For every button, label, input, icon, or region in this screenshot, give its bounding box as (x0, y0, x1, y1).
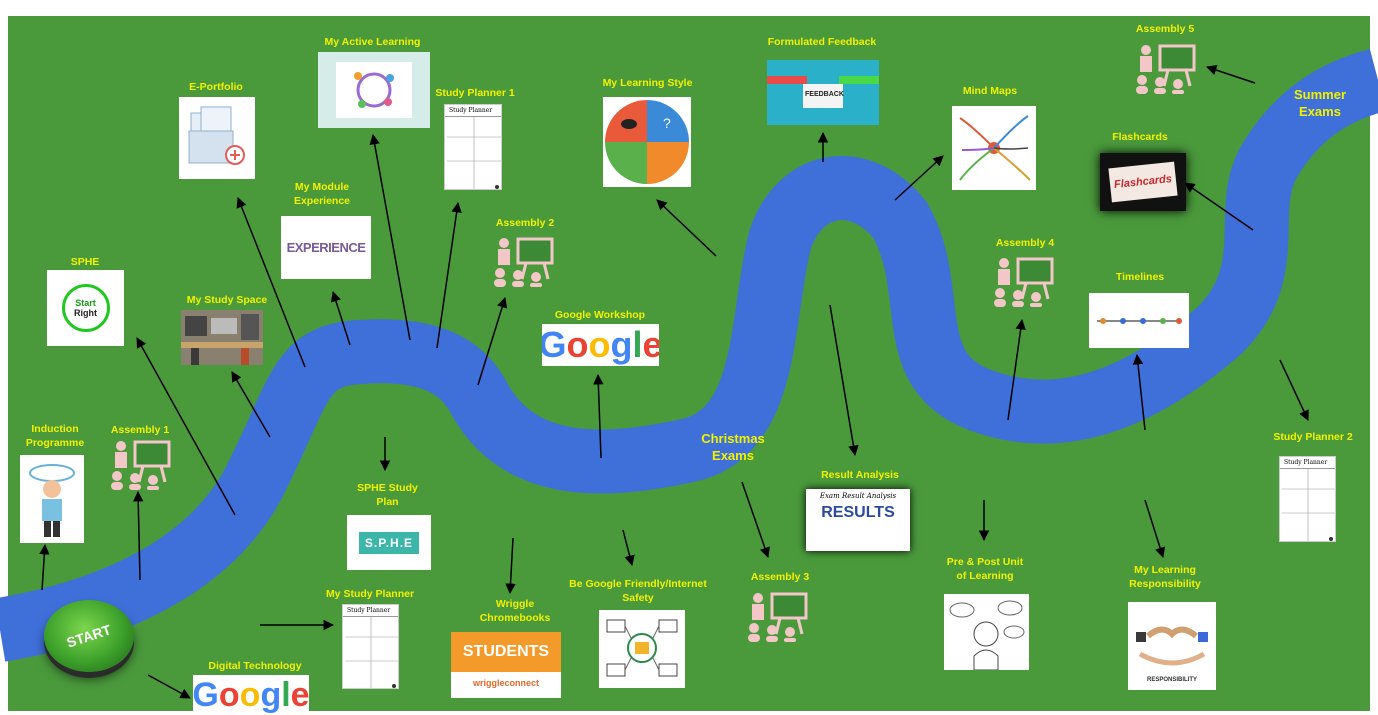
active-learning-thumbnail[interactable] (318, 52, 430, 128)
study-space-thumbnail[interactable] (181, 310, 263, 365)
cycle-diagram-icon (336, 62, 412, 118)
node-label-my-learning-style: My Learning Style (602, 77, 693, 89)
planner-grid-icon (447, 117, 501, 189)
handshake-icon (1136, 626, 1208, 666)
sphe-thumbnail[interactable]: Start Right (47, 270, 124, 346)
planner-header: Study Planner (445, 105, 501, 117)
node-label-pre-post-unit: Pre & Post Unit of Learning (946, 556, 1024, 582)
feedback-thumbnail[interactable]: FEEDBACK (767, 60, 879, 125)
node-label-wriggle-chromebooks: Wriggle Chromebooks (479, 598, 551, 624)
internet-safety-icon (606, 619, 678, 677)
river (0, 49, 1378, 662)
responsibility-thumbnail[interactable]: RESPONSIBILITY (1128, 602, 1216, 690)
results-word: RESULTS (821, 504, 895, 521)
node-label-assembly-3: Assembly 3 (750, 571, 810, 583)
feedback-sign-icon (767, 60, 879, 125)
node-label-formulated-feedback: Formulated Feedback (767, 36, 877, 48)
node-label-assembly-4: Assembly 4 (995, 237, 1055, 249)
my-study-planner-thumbnail[interactable]: Study Planner (342, 604, 399, 689)
node-label-study-planner-2: Study Planner 2 (1273, 431, 1353, 443)
node-label-my-module-experience: My Module Experience (293, 181, 351, 207)
feedback-sign-text: FEEDBACK (805, 91, 844, 98)
assembly-icon[interactable] (107, 438, 173, 495)
node-label-my-active-learning: My Active Learning (324, 36, 421, 48)
presentation-icon (1136, 44, 1196, 94)
node-label-result-analysis: Result Analysis (821, 469, 899, 481)
desk-image-icon (181, 310, 263, 365)
assembly-icon[interactable] (490, 235, 556, 292)
sphe-study-plan-thumbnail[interactable]: S.P.H.E (347, 515, 431, 570)
assembly-icon[interactable] (1132, 42, 1198, 99)
students-banner: STUDENTS (451, 632, 561, 672)
node-label-be-google-friendly: Be Google Friendly/Internet Safety (569, 578, 707, 604)
pre-post-unit-thumbnail[interactable] (944, 594, 1029, 670)
flashcard-card: Flashcards (1108, 161, 1178, 203)
node-label-my-study-planner: My Study Planner (325, 588, 415, 600)
node-label-my-learning-responsibility: My Learning Responsibility (1129, 564, 1201, 590)
node-label-study-planner-1: Study Planner 1 (435, 87, 515, 99)
induction-thumbnail[interactable] (20, 455, 84, 543)
person-icon (29, 464, 75, 537)
thinking-student-icon (949, 600, 1025, 670)
node-label-flashcards: Flashcards (1112, 131, 1168, 143)
node-label-my-study-space: My Study Space (186, 294, 268, 306)
study-planner-2-thumbnail[interactable]: Study Planner (1279, 456, 1336, 542)
mind-map-icon (959, 115, 1031, 181)
mind-maps-thumbnail[interactable] (952, 106, 1036, 190)
start-button-label: START (64, 621, 114, 651)
folder-icon (188, 106, 245, 165)
e-portfolio-thumbnail[interactable] (179, 97, 255, 179)
planner-grid-icon (1282, 469, 1335, 541)
start-button[interactable]: START (44, 600, 134, 672)
planner-grid-icon (345, 617, 398, 688)
node-label-digital-technology: Digital Technology (208, 660, 302, 672)
results-caption: Exam Result Analysis (819, 492, 897, 500)
node-label-sphe: SPHE (70, 256, 100, 268)
presentation-icon (748, 592, 808, 642)
node-label-induction: Induction Programme (25, 423, 85, 449)
presentation-icon (111, 440, 171, 490)
node-label-assembly-5: Assembly 5 (1135, 23, 1195, 35)
timeline-icon (1097, 318, 1182, 324)
sphe-badge: S.P.H.E (358, 531, 420, 554)
node-label-google-workshop: Google Workshop (554, 309, 646, 321)
module-experience-thumbnail[interactable]: EXPERIENCE (281, 216, 371, 279)
responsibility-caption: RESPONSIBILITY (1146, 677, 1197, 683)
node-label-e-portfolio: E-Portfolio (189, 81, 243, 93)
flashcards-thumbnail[interactable]: Flashcards (1100, 153, 1186, 211)
node-label-assembly-2: Assembly 2 (495, 217, 555, 229)
svg-text:?: ? (663, 115, 671, 131)
learning-style-wheel-icon: ? (605, 100, 689, 184)
result-analysis-thumbnail[interactable]: Exam Result Analysis RESULTS (806, 489, 910, 551)
assembly-icon[interactable] (990, 255, 1056, 312)
node-label-sphe-study-plan: SPHE Study Plan (357, 482, 418, 508)
study-planner-1-thumbnail[interactable]: Study Planner (444, 104, 502, 190)
planner-header: Study Planner (1280, 457, 1335, 469)
experience-word-cloud: EXPERIENCE (286, 240, 366, 255)
summer-exams-label: Summer Exams (1293, 87, 1347, 119)
internet-safety-thumbnail[interactable] (599, 610, 685, 688)
presentation-icon (494, 237, 554, 287)
node-label-mind-maps: Mind Maps (962, 85, 1018, 97)
learning-style-thumbnail[interactable]: ? (603, 97, 691, 187)
arrows (39, 65, 1309, 699)
assembly-icon[interactable] (744, 590, 810, 647)
christmas-exams-label: Christmas Exams (701, 431, 765, 463)
planner-header: Study Planner (343, 605, 398, 617)
node-label-assembly-1: Assembly 1 (110, 424, 170, 436)
presentation-icon (994, 257, 1054, 307)
wriggle-thumbnail[interactable]: STUDENTS wriggleconnect (451, 632, 561, 698)
wriggle-logo: wriggleconnect (472, 678, 539, 688)
timelines-thumbnail[interactable] (1089, 293, 1189, 348)
node-label-timelines: Timelines (1115, 271, 1165, 283)
start-right-badge: Start Right (61, 284, 110, 332)
